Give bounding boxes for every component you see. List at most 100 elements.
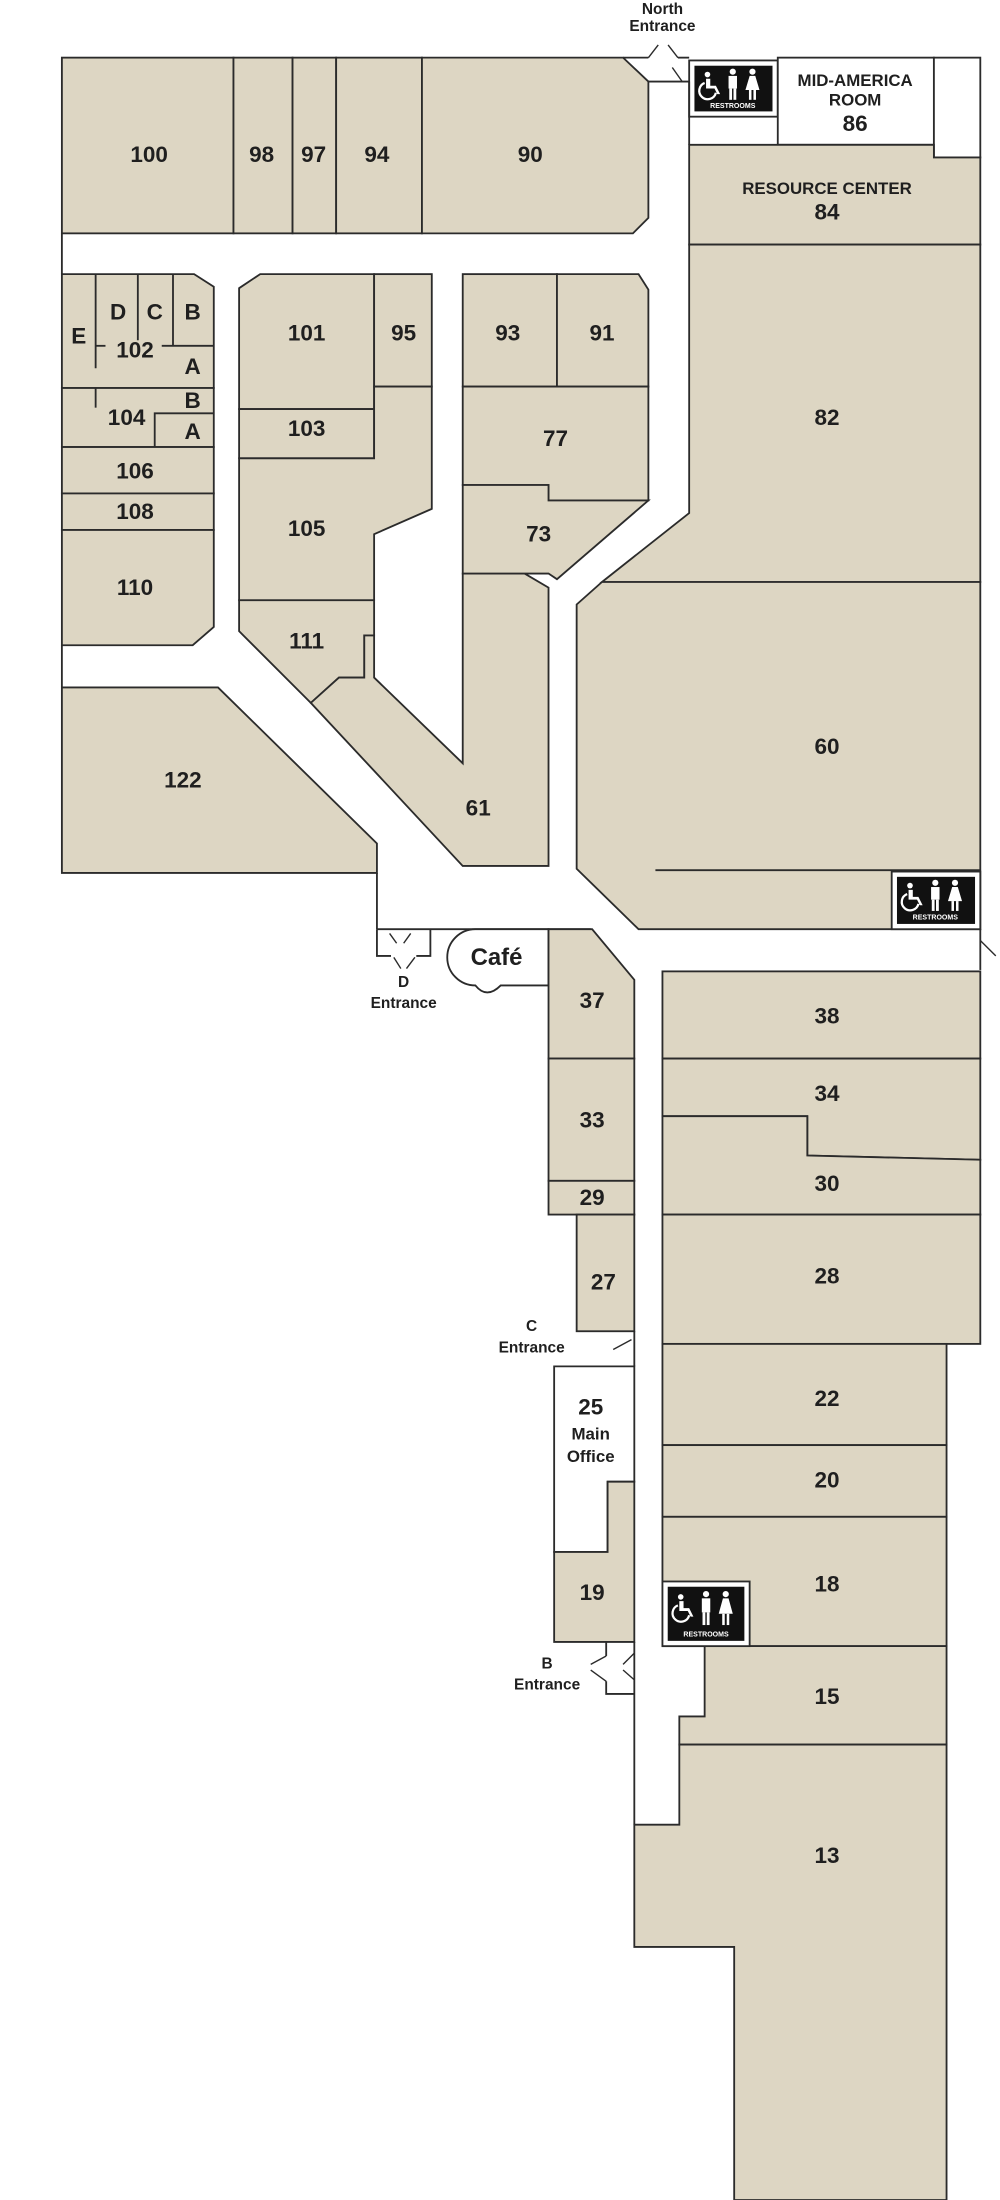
d-entrance-label-1: D [398, 974, 409, 991]
room-95-label: 95 [391, 321, 416, 346]
room-19-label: 19 [580, 1580, 605, 1605]
room-93-label: 93 [495, 321, 520, 346]
room-98[interactable] [232, 56, 294, 235]
d-entrance[interactable]: D Entrance [371, 929, 438, 1012]
room-97-label: 97 [301, 142, 326, 167]
room-28-label: 28 [814, 1264, 839, 1289]
room-108[interactable] [60, 492, 215, 531]
c-entrance[interactable]: C Entrance [499, 1318, 632, 1356]
room-101-label: 101 [288, 321, 326, 346]
room-100[interactable] [60, 56, 235, 235]
room-34-label: 34 [814, 1081, 840, 1106]
b-entrance-label-2: Entrance [514, 1677, 581, 1694]
room-38[interactable] [661, 970, 982, 1060]
center-left-rooms: 101 95 103 105 111 61 [238, 273, 550, 867]
room-73[interactable] [461, 484, 651, 581]
top-row-rooms: 100 98 97 94 90 [60, 56, 650, 235]
room-104-b-label: B [185, 388, 201, 413]
south-east-rooms: 38 34 30 28 22 20 18 15 13 [633, 970, 982, 2200]
north-entrance[interactable]: North Entrance [623, 1, 696, 83]
room-30-label: 30 [814, 1171, 839, 1196]
room-61-label: 61 [466, 796, 491, 821]
room-108-label: 108 [116, 499, 154, 524]
restroom-sign-east[interactable]: RESTROOMS [890, 870, 982, 931]
room-103[interactable] [238, 408, 376, 460]
room-110[interactable] [60, 529, 215, 647]
room-38-label: 38 [814, 1004, 839, 1029]
center-right-rooms: 93 91 77 73 [461, 273, 651, 581]
room-91[interactable] [556, 273, 650, 388]
north-entrance-label-1: North [642, 1, 683, 18]
room-82[interactable]: 82 [599, 243, 982, 583]
restroom-label: RESTROOMS [710, 103, 756, 110]
room-22[interactable] [661, 1342, 948, 1447]
room-84[interactable]: RESOURCE CENTER 84 [688, 143, 982, 246]
room-95[interactable] [373, 273, 433, 388]
room-25-name-line2: Office [567, 1447, 615, 1466]
restroom-sign-south[interactable]: RESTROOMS [661, 1580, 751, 1648]
room-27[interactable] [575, 1213, 636, 1333]
room-82-label: 82 [814, 405, 839, 430]
room-102-d-label: D [110, 299, 126, 324]
room-22-label: 22 [814, 1386, 839, 1411]
north-entrance-label-2: Entrance [629, 18, 696, 35]
mid-america-room[interactable]: MID-AMERICA ROOM 86 [776, 56, 982, 159]
room-97[interactable] [291, 56, 338, 235]
room-86-name-line1: MID-AMERICA [798, 71, 913, 90]
restroom-label: RESTROOMS [913, 914, 959, 921]
room-84-label: 84 [814, 200, 840, 225]
room-25-label: 25 [578, 1395, 603, 1420]
room-106[interactable] [60, 446, 215, 495]
room-19[interactable] [553, 1480, 636, 1643]
room-102-label: 102 [116, 337, 154, 362]
room-77-label: 77 [543, 426, 568, 451]
room-103-label: 103 [288, 416, 326, 441]
room-37[interactable] [547, 928, 636, 1060]
cafe[interactable]: Café [446, 928, 550, 994]
c-entrance-label-1: C [526, 1318, 537, 1335]
room-122-label: 122 [164, 768, 202, 793]
room-29[interactable] [547, 1179, 636, 1216]
room-104-a-label: A [185, 419, 201, 444]
restroom-accessible-men-women-icon: RESTROOMS [671, 1591, 733, 1638]
restroom-label: RESTROOMS [683, 1631, 729, 1638]
room-25-name-line1: Main [572, 1425, 610, 1444]
restroom-accessible-men-women-icon: RESTROOMS [900, 879, 963, 921]
room-73-label: 73 [526, 522, 551, 547]
room-91-label: 91 [589, 321, 614, 346]
room-60[interactable]: 60 [575, 581, 982, 931]
room-90-label: 90 [518, 142, 543, 167]
room-102-b-label: B [185, 299, 201, 324]
room-15[interactable] [678, 1645, 948, 1746]
room-102-a-label: A [185, 354, 201, 379]
room-33[interactable] [547, 1057, 636, 1182]
room-102-c-label: C [147, 299, 163, 324]
room-94[interactable] [335, 56, 423, 235]
room-37-label: 37 [580, 988, 605, 1013]
room-98-label: 98 [249, 142, 274, 167]
room-27-label: 27 [591, 1269, 616, 1294]
b-entrance-label-1: B [542, 1656, 553, 1673]
d-entrance-label-2: Entrance [371, 995, 438, 1012]
room-29-label: 29 [580, 1185, 605, 1210]
c-entrance-label-2: Entrance [499, 1339, 566, 1356]
room-122[interactable]: 122 [60, 686, 378, 874]
b-entrance[interactable]: B Entrance [514, 1641, 635, 1695]
restroom-sign-north[interactable]: RESTROOMS [688, 59, 779, 118]
room-13[interactable] [633, 1743, 948, 2200]
room-111-label: 111 [289, 628, 324, 653]
room-13-label: 13 [814, 1843, 839, 1868]
room-102-e-label: E [71, 323, 86, 348]
room-110-label: 110 [117, 575, 153, 600]
room-94-label: 94 [364, 142, 390, 167]
cafe-label: Café [471, 944, 523, 971]
room-18-label: 18 [814, 1572, 839, 1597]
room-100-label: 100 [130, 142, 168, 167]
room-104-block[interactable] [60, 387, 215, 448]
room-61[interactable] [309, 572, 550, 867]
room-84-name: RESOURCE CENTER [742, 179, 912, 198]
room-86-name-line2: ROOM [829, 91, 881, 110]
south-west-rooms: 37 33 29 27 25 Main Office 19 [547, 928, 636, 1643]
room-20[interactable] [661, 1444, 948, 1518]
